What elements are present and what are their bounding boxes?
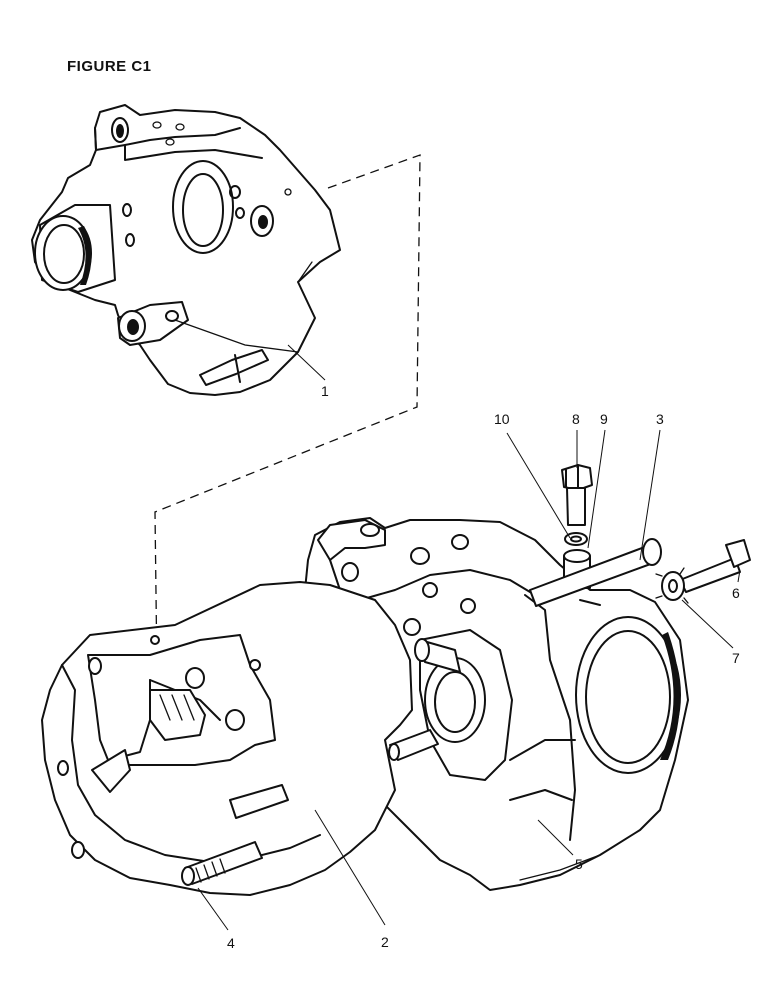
callout-2: 2 bbox=[381, 934, 389, 950]
callout-4: 4 bbox=[227, 935, 235, 951]
part-1-housing-cover bbox=[31, 104, 341, 396]
callout-labels: 1 2 3 4 5 6 7 8 9 10 bbox=[227, 383, 740, 951]
callout-10: 10 bbox=[494, 411, 510, 427]
part-5-gearbox-case bbox=[304, 517, 689, 891]
fasteners-group bbox=[529, 464, 751, 607]
part-2-bell-housing-plate bbox=[41, 581, 413, 896]
part-10-washer bbox=[564, 532, 588, 546]
part-8-bolt bbox=[561, 464, 593, 526]
callout-7: 7 bbox=[732, 650, 740, 666]
callout-8: 8 bbox=[572, 411, 580, 427]
callout-3: 3 bbox=[656, 411, 664, 427]
leader-lines bbox=[197, 344, 741, 931]
figure-title: FIGURE C1 bbox=[67, 58, 152, 75]
callout-6: 6 bbox=[732, 585, 740, 601]
part-7-lock-washer bbox=[655, 567, 689, 604]
callout-9: 9 bbox=[600, 411, 608, 427]
part-3-tube bbox=[529, 538, 662, 607]
callout-1: 1 bbox=[321, 383, 329, 399]
callout-5: 5 bbox=[575, 856, 583, 872]
